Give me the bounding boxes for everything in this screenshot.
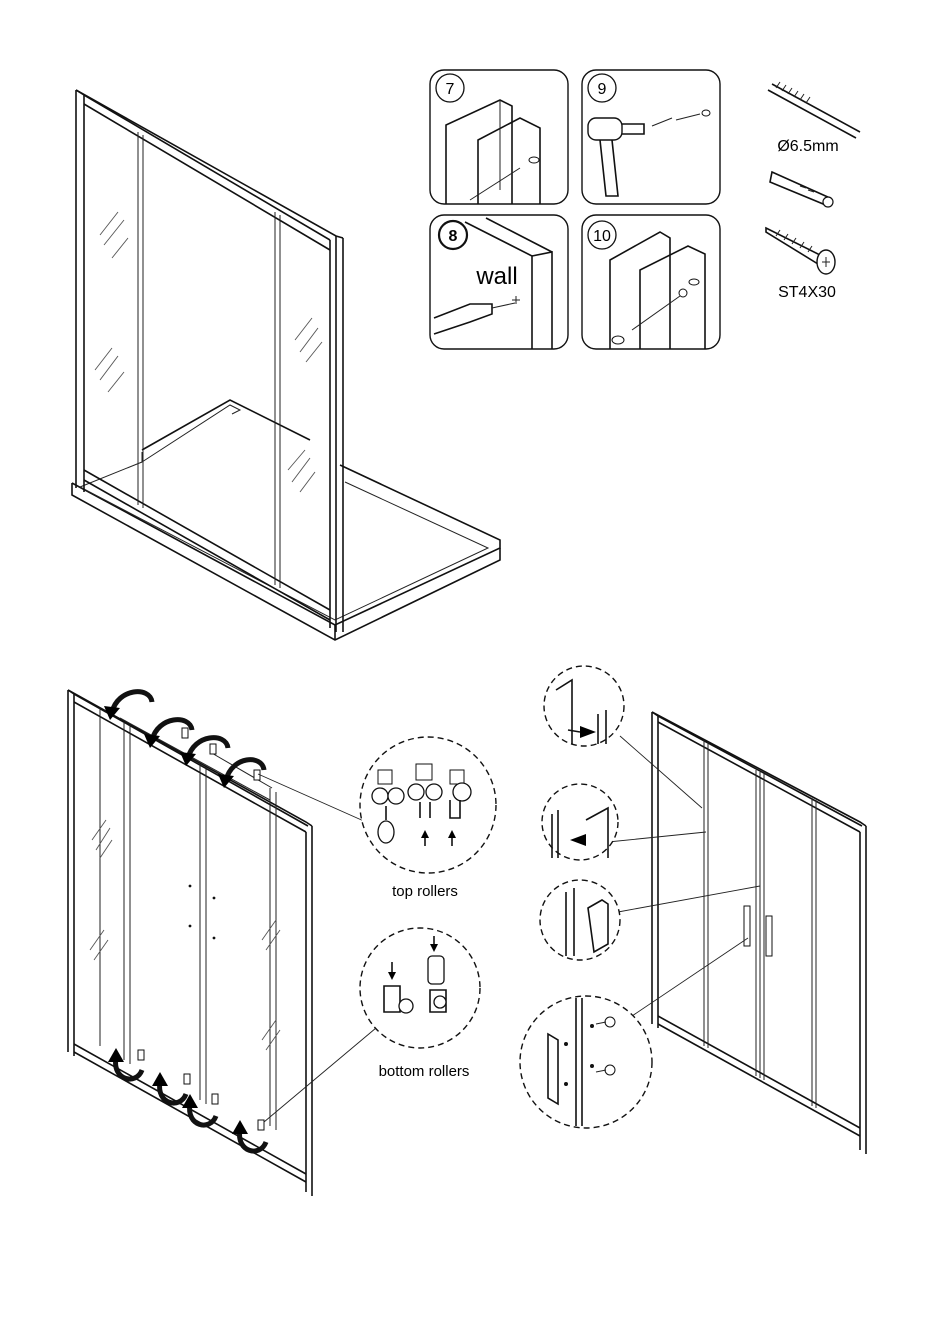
bottom-rotation-arrows [108, 1048, 266, 1151]
step-10-number: 10 [593, 228, 611, 245]
step-8-number: 8 [449, 228, 458, 245]
step-7-panel: 7 [430, 70, 568, 204]
step-7-number: 7 [446, 81, 455, 98]
seal-detail-1 [544, 666, 624, 746]
bottom-rollers-callout [360, 928, 480, 1048]
step-9-number: 9 [598, 81, 607, 98]
wall-plug-icon [770, 172, 833, 207]
bottom-rollers-label: bottom rollers [379, 1063, 470, 1080]
roller-assembly-illustration [68, 690, 312, 1196]
handle-detail [520, 996, 652, 1128]
wall-label: wall [475, 263, 517, 290]
seal-detail-2 [542, 784, 618, 860]
seal-detail-3 [540, 880, 620, 960]
step-10-panel: 10 [582, 215, 720, 349]
assembled-door-illustration [652, 712, 866, 1154]
hardware-legend: Ø6.5mm ST4X30 [766, 82, 860, 301]
shower-tray [72, 400, 500, 640]
top-rotation-arrows [104, 692, 264, 788]
step-8-panel: 8 wall [430, 215, 568, 349]
top-rollers-callout [360, 737, 496, 873]
wall-plug-rod-icon [768, 82, 860, 138]
enclosure-frame [76, 90, 343, 632]
step-9-panel: 9 [582, 70, 720, 204]
plug-size-label: Ø6.5mm [777, 138, 838, 155]
top-rollers-label: top rollers [392, 883, 458, 900]
glass-reflections [95, 212, 322, 492]
screw-icon [766, 228, 835, 274]
screw-size-label: ST4X30 [778, 284, 836, 301]
